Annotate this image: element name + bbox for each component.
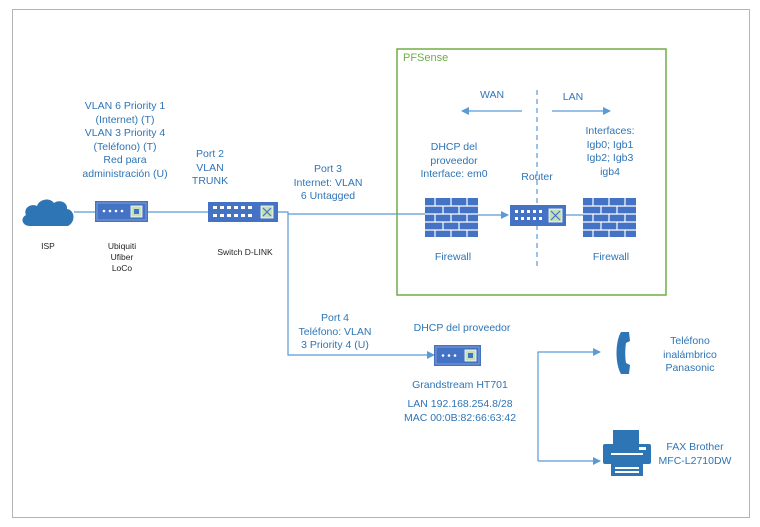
grandstream-to-devices-link: [537, 348, 601, 461]
isp-label: ISP: [41, 241, 55, 251]
interfaces-label: Interfaces: Igb0; Igb1 Igb2; Igb3 igb4: [585, 125, 635, 178]
port3-label: Port 3 Internet: VLAN 6 Untagged: [293, 163, 363, 202]
diagram-frame: [12, 9, 750, 518]
grandstream-label: Grandstream HT701: [412, 379, 508, 391]
firewall-right-icon: [583, 198, 636, 237]
switch-to-firewall-link: [278, 211, 425, 215]
pfsense-box: [396, 48, 667, 296]
lan-label: LAN: [562, 91, 584, 103]
ubiquiti-modem-icon: [95, 201, 148, 222]
firewall-left-label: Firewall: [434, 251, 472, 263]
grandstream-mac: MAC 00:0B:82:66:63:42: [403, 412, 517, 424]
switch-icon: [208, 202, 278, 222]
phone-handset-icon: [616, 332, 630, 374]
switch-label: Switch D-LINK: [217, 247, 273, 257]
port2-label: Port 2 VLAN TRUNK: [191, 148, 229, 187]
grandstream-lan: LAN 192.168.254.8/28: [407, 398, 513, 410]
router-label: Router: [521, 171, 553, 183]
switch-to-grandstream-link: [287, 214, 435, 359]
dhcp-phone-label: DHCP del proveedor: [413, 322, 511, 334]
grandstream-ata-icon: [434, 345, 481, 366]
firewall-left-icon: [425, 198, 478, 237]
cloud-icon: [22, 199, 74, 226]
dhcp-wan-label: DHCP del proveedor Interface: em0: [420, 141, 488, 180]
router-icon: [510, 205, 566, 226]
wan-label: WAN: [479, 89, 505, 101]
ubiquiti-label: Ubiquiti Ufiber LoCo: [107, 241, 137, 273]
vlan-config-label: VLAN 6 Priority 1 (Internet) (T) VLAN 3 …: [82, 100, 168, 180]
fax-printer-icon: [603, 430, 651, 476]
fax-label: FAX Brother MFC-L2710DW: [658, 441, 732, 467]
phone-label: Teléfono inalámbrico Panasonic: [663, 335, 717, 374]
firewall-right-label: Firewall: [592, 251, 630, 263]
port4-label: Port 4 Teléfono: VLAN 3 Priority 4 (U): [298, 312, 372, 351]
pfsense-label: PFSense: [403, 52, 449, 64]
